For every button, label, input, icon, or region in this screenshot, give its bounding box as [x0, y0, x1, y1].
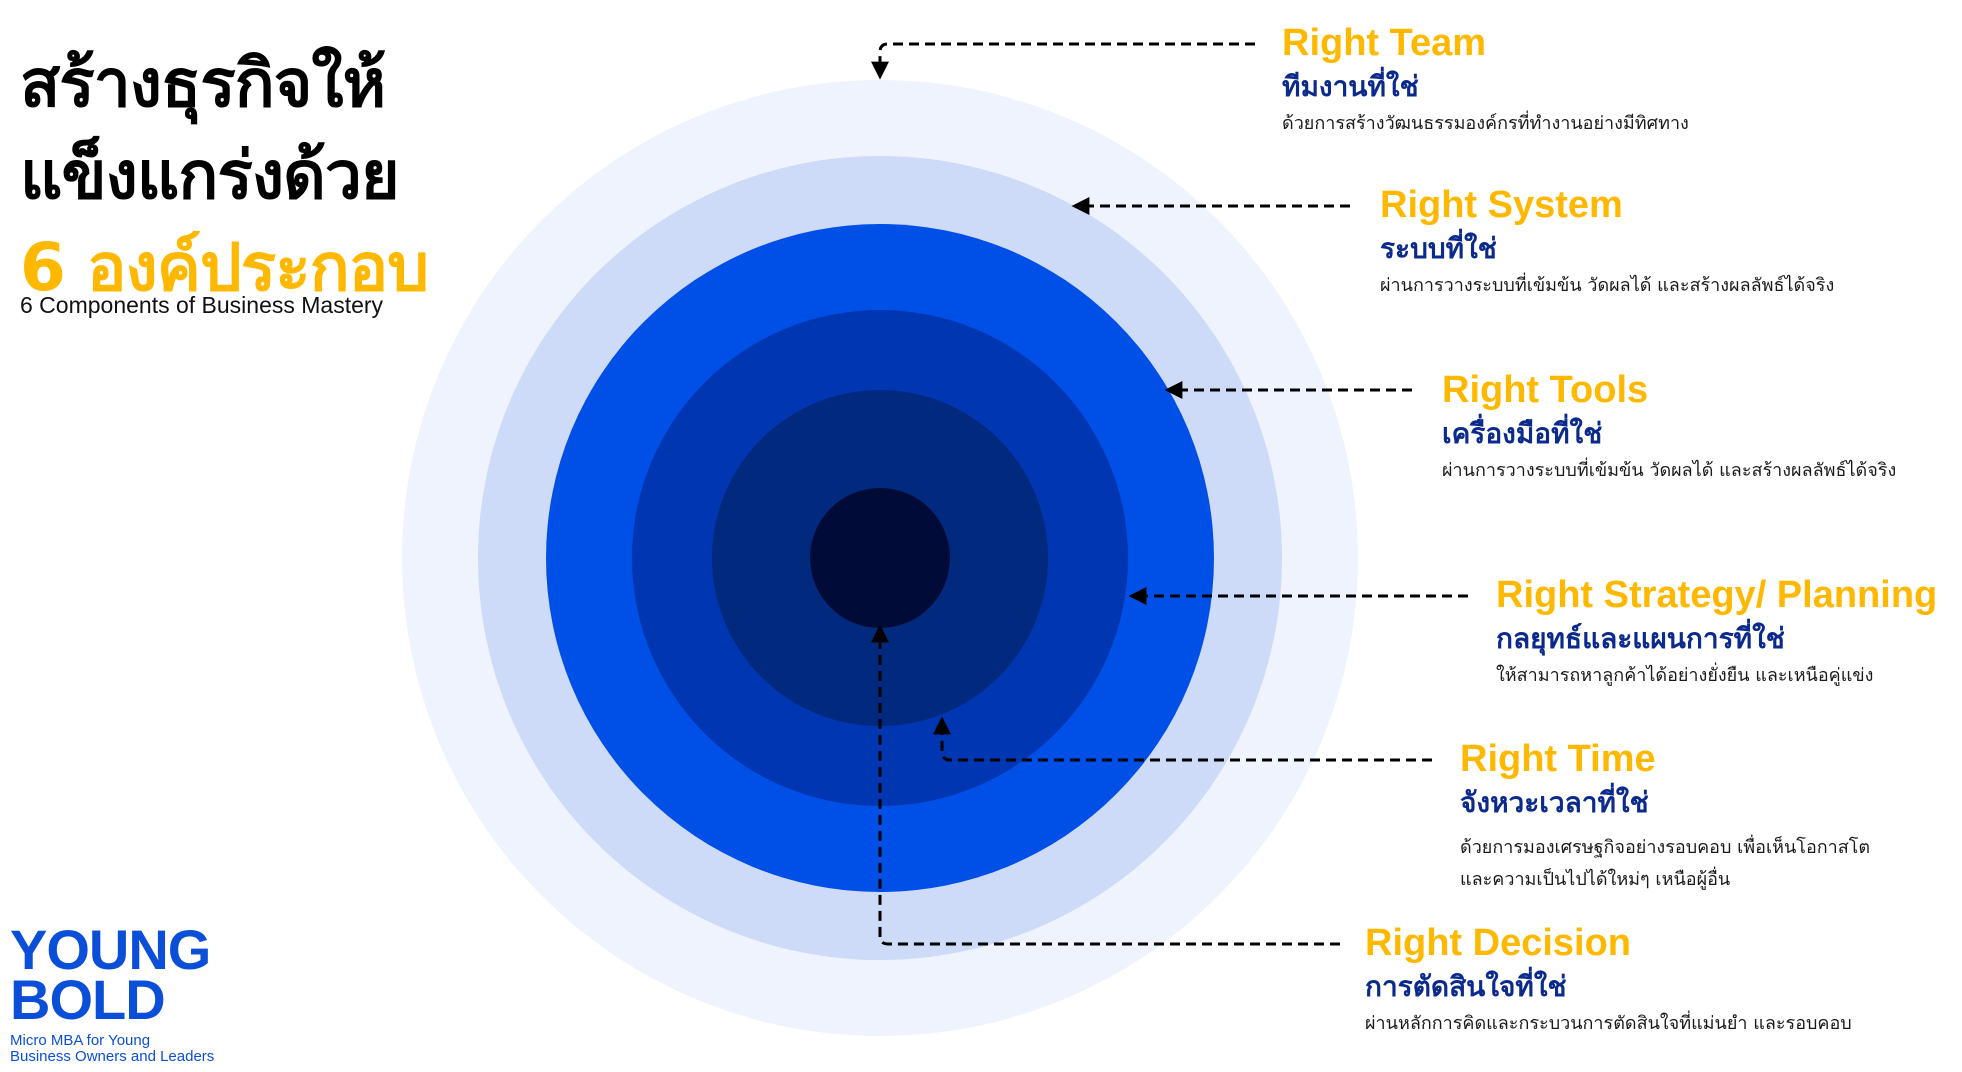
- component-title-en: Right Strategy/ Planning: [1496, 574, 1938, 616]
- component-title-th: ระบบที่ใช่: [1380, 232, 1497, 265]
- component-title-th: ทีมงานที่ใช่: [1282, 70, 1419, 103]
- component-description: ให้สามารถหาลูกค้าได้อย่างยั่งยืน และเหนื…: [1496, 665, 1874, 686]
- component-right-system: Right System ระบบที่ใช่ ผ่านการวางระบบที…: [1380, 182, 1834, 302]
- component-description-line-2: และความเป็นไปได้ใหม่ๆ เหนือผู้อื่น: [1460, 869, 1731, 890]
- component-title-en: Right Tools: [1442, 369, 1649, 411]
- component-right-decision: Right Decision การตัดสินใจที่ใช่ ผ่านหลั…: [1365, 920, 1852, 1040]
- component-title-th: เครื่องมือที่ใช่: [1442, 417, 1603, 450]
- component-description: ผ่านหลักการคิดและกระบวนการตัดสินใจที่แม่…: [1365, 1013, 1852, 1034]
- component-description: ผ่านการวางระบบที่เข้มข้น วัดผลได้ และสร้…: [1380, 275, 1835, 296]
- component-title-en: Right Time: [1460, 738, 1656, 780]
- young-bold-logo: YOUNG BOLD Micro MBA for Young Business …: [10, 918, 215, 1065]
- logo-line-2: BOLD: [10, 968, 166, 1031]
- component-title-th: การตัดสินใจที่ใช่: [1365, 970, 1567, 1003]
- component-title-en: Right Decision: [1365, 922, 1632, 964]
- component-title-en: Right System: [1380, 184, 1623, 226]
- component-title-th: กลยุทธ์และแผนการที่ใช่: [1496, 622, 1785, 655]
- component-title-en: Right Team: [1282, 22, 1487, 64]
- logo-line-1: YOUNG: [10, 918, 211, 981]
- logo-tagline-2: Business Owners and Leaders: [10, 1048, 215, 1065]
- title-line-2: แข็งแกร่งด้วย: [20, 137, 400, 214]
- logo-tagline-1: Micro MBA for Young: [10, 1032, 151, 1049]
- core-circle: [810, 488, 950, 628]
- title-line-3: 6 องค์ประกอบ: [20, 229, 429, 306]
- connector-right-team: [871, 42, 1255, 80]
- component-title-th: จังหวะเวลาที่ใช่: [1460, 786, 1649, 819]
- component-right-team: Right Team ทีมงานที่ใช่ ด้วยการสร้างวัฒน…: [1282, 20, 1689, 140]
- subtitle: 6 Components of Business Mastery: [20, 292, 384, 318]
- connector-right-decision: [871, 624, 1340, 946]
- connector-right-time: [933, 716, 1432, 762]
- component-description: ด้วยการสร้างวัฒนธรรมองค์กรที่ทำงานอย่างม…: [1282, 113, 1689, 134]
- component-right-strategy: Right Strategy/ Planning กลยุทธ์และแผนกา…: [1496, 572, 1937, 692]
- page-title: สร้างธุรกิจให้ แข็งแกร่งด้วย 6 องค์ประกอ…: [20, 38, 429, 314]
- component-description: ด้วยการมองเศรษฐกิจอย่างรอบคอบ เพื่อเห็นโ…: [1460, 837, 1871, 858]
- title-line-1: สร้างธุรกิจให้: [20, 45, 386, 122]
- component-right-time: Right Time จังหวะเวลาที่ใช่ ด้วยการมองเศ…: [1460, 736, 1870, 896]
- component-description: ผ่านการวางระบบที่เข้มข้น วัดผลได้ และสร้…: [1442, 460, 1897, 481]
- component-right-tools: Right Tools เครื่องมือที่ใช่ ผ่านการวางร…: [1442, 367, 1896, 487]
